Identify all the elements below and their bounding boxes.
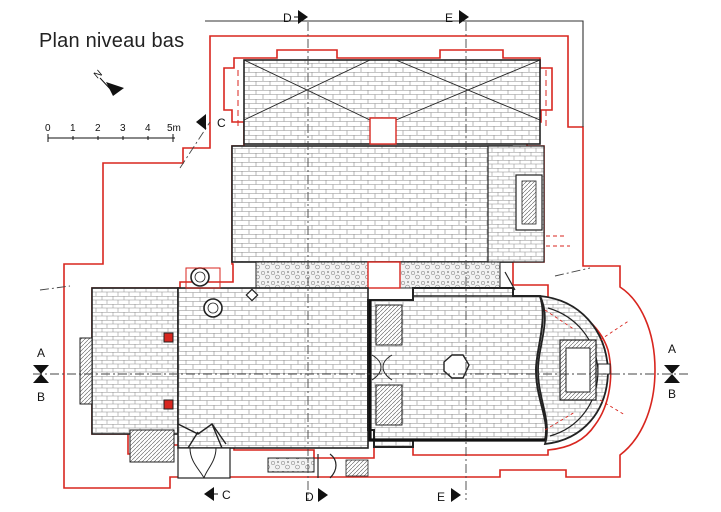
rubble-strip-right xyxy=(399,261,501,289)
east-chapel xyxy=(367,271,548,448)
marker-c-top-label: C xyxy=(217,116,226,130)
scale-tick-5: 5m xyxy=(167,123,181,134)
apse xyxy=(537,294,631,446)
scale-tick-0: 0 xyxy=(45,123,51,134)
central-hall xyxy=(177,267,369,479)
north-arrow-icon: N xyxy=(92,68,124,96)
upper-outline xyxy=(205,20,584,127)
section-marker-d-top: D xyxy=(283,10,308,25)
marker-a-east-top: A xyxy=(668,342,676,356)
north-label: N xyxy=(92,68,105,81)
marker-e-bottom-label: E xyxy=(437,490,445,504)
scale-tick-1: 1 xyxy=(70,123,76,134)
west-room xyxy=(79,287,191,463)
section-marker-e-bottom: E xyxy=(437,488,461,504)
section-marker-a-east: A B xyxy=(664,342,680,401)
marker-a-east-bottom: B xyxy=(668,387,676,401)
section-marker-c-top: C xyxy=(196,114,226,130)
scale-tick-2: 2 xyxy=(95,123,101,134)
section-marker-c-bottom: C xyxy=(204,487,231,502)
marker-d-bottom-label: D xyxy=(305,490,314,504)
marker-c-bottom-label: C xyxy=(222,488,231,502)
middle-hall xyxy=(231,145,570,263)
marker-a-west-bottom: B xyxy=(37,390,45,404)
marker-d-top-label: D xyxy=(283,11,292,25)
pier xyxy=(367,261,401,289)
section-marker-e-top: E xyxy=(445,10,469,25)
section-lines xyxy=(33,22,690,500)
north-hall xyxy=(237,59,547,145)
marker-a-west-top: A xyxy=(37,346,45,360)
plan-title: Plan niveau bas xyxy=(39,30,185,52)
scale-bar: 0 1 2 3 4 5m xyxy=(45,123,181,142)
marker-e-top-label: E xyxy=(445,11,453,25)
section-marker-a-west: A B xyxy=(33,346,49,404)
section-marker-d-bottom: D xyxy=(305,488,328,504)
scale-tick-3: 3 xyxy=(120,123,126,134)
rubble-strip xyxy=(255,261,369,289)
scale-tick-4: 4 xyxy=(145,123,151,134)
